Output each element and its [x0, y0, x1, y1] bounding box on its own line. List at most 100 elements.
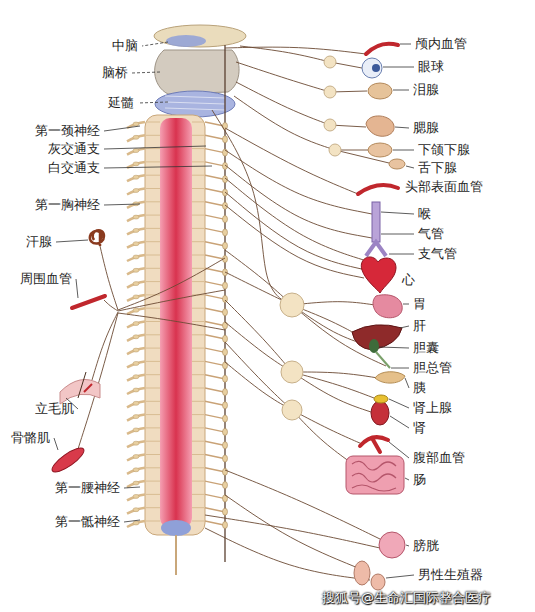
root-ganglion [133, 335, 139, 339]
genital-organ [354, 561, 370, 585]
segment-stripe [192, 135, 204, 136]
nerve-fibre [100, 246, 118, 310]
ramus [205, 335, 224, 339]
ramus [205, 508, 224, 512]
root-ganglion [133, 149, 139, 153]
root-ganglion [133, 388, 139, 392]
nerve-root [127, 282, 145, 288]
segment-stripe [192, 348, 204, 349]
root-ganglion [133, 428, 139, 432]
submandibular-gland [368, 143, 392, 157]
root-ganglion [133, 215, 139, 219]
leader-line [400, 44, 411, 45]
bile-duct [376, 352, 390, 368]
ramus [205, 322, 224, 326]
adrenal-gland [374, 395, 388, 403]
ramus [205, 282, 224, 286]
segment-stripe [192, 228, 204, 229]
ramus [205, 481, 224, 485]
structure-label: 汗腺 [26, 234, 52, 250]
segment-stripe [146, 215, 160, 216]
leader-line [393, 150, 414, 151]
stomach [373, 295, 402, 318]
nerve-fibre [292, 372, 371, 412]
chain-ganglion [223, 455, 228, 462]
structure-label: 中脑 [112, 38, 138, 54]
root-ganglion [133, 375, 139, 379]
leader-line [381, 234, 414, 235]
root-ganglion [133, 135, 139, 139]
intestine-loop [352, 485, 396, 491]
ramus [205, 162, 224, 166]
medulla-stripe [165, 96, 225, 98]
root-ganglion [133, 455, 139, 459]
nerve-root [127, 508, 145, 514]
nerve-fibre [212, 110, 292, 305]
nerve-root [127, 135, 145, 141]
eyeball [362, 58, 382, 78]
segment-stripe [192, 255, 204, 256]
nerve-root [127, 335, 145, 341]
nerve-root [127, 521, 145, 527]
leader-line [379, 347, 409, 348]
leader-line [76, 279, 78, 298]
leader-line [393, 90, 409, 91]
leader-line [400, 326, 409, 328]
leader-line [124, 520, 140, 522]
root-ganglion [133, 255, 139, 259]
structure-label: 膀胱 [413, 538, 439, 554]
structure-label: 头部表面血管 [405, 179, 483, 195]
nerve-root [127, 189, 145, 195]
pupil [372, 64, 380, 72]
segment-stripe [146, 308, 160, 309]
segment-stripe [192, 388, 204, 389]
nerve-fibre [292, 372, 378, 378]
chain-ganglion [223, 349, 228, 356]
leader-line [142, 42, 168, 46]
leader-line [132, 72, 160, 73]
structure-label: 立毛肌 [35, 401, 74, 417]
ramus [205, 428, 224, 432]
segment-stripe [146, 175, 160, 176]
ramus [205, 189, 224, 193]
parotid-gland [366, 116, 394, 136]
root-ganglion [133, 348, 139, 352]
root-ganglion [133, 468, 139, 472]
segment-stripe [146, 414, 160, 415]
leader-line [389, 254, 414, 255]
ganglion [324, 119, 336, 131]
bronchi [366, 242, 386, 256]
nerve-fibre [104, 300, 118, 311]
lacrimal-gland [368, 83, 392, 99]
ramus [205, 494, 224, 498]
chain-ganglion [223, 482, 228, 489]
segment-stripe [146, 321, 160, 322]
nerve-fibre [205, 515, 380, 548]
abdominal-vessel [372, 438, 380, 452]
chain-ganglion [223, 522, 228, 529]
segment-stripe [146, 135, 160, 136]
structure-label: 心 [402, 272, 415, 288]
nerve-fibre [118, 258, 225, 310]
leader-line [138, 102, 168, 103]
leader-line [56, 240, 88, 242]
nerve-fibre [292, 372, 374, 398]
structure-label: 腹部血管 [413, 450, 465, 466]
root-ganglion [133, 508, 139, 512]
leader-lines [54, 42, 414, 578]
segment-stripe [192, 467, 204, 468]
intestine [346, 456, 404, 494]
nerve-fibres [78, 46, 389, 580]
nerve-fibre [118, 313, 225, 330]
chain-ganglion [223, 402, 228, 409]
structure-label: 气管 [418, 226, 444, 242]
nerve-root [127, 215, 145, 221]
segment-stripe [192, 268, 204, 269]
segment-stripe [146, 241, 160, 242]
chain-ganglion [223, 335, 228, 342]
nerve-root [127, 255, 145, 261]
trachea [372, 202, 380, 242]
root-ganglion [133, 268, 139, 272]
root-ganglion [133, 322, 139, 326]
structure-label: 第一颈神经 [35, 123, 100, 139]
